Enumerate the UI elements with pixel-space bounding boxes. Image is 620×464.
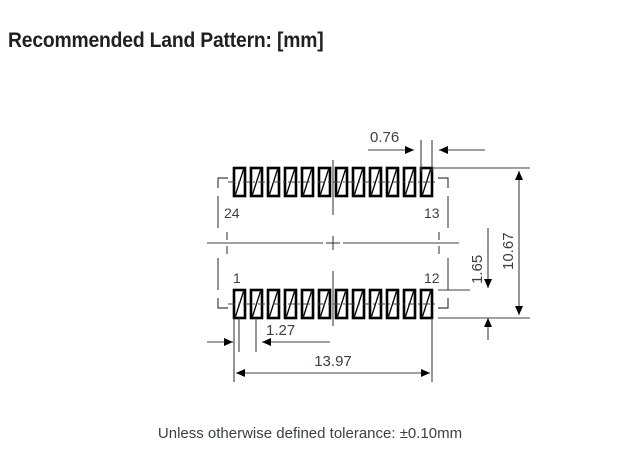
corner-bracket-top-right xyxy=(438,177,449,188)
pin-label-bottom-right: 12 xyxy=(424,270,440,286)
pin-label-bottom-left: 1 xyxy=(233,270,241,286)
pin-label-top-right: 13 xyxy=(424,205,440,221)
dimension-pad-row-span: 1.65 xyxy=(438,228,497,340)
corner-bracket-bottom-left xyxy=(217,298,228,309)
dimension-pad-width: 0.76 xyxy=(368,129,485,172)
page-title: Recommended Land Pattern: [mm] xyxy=(8,29,324,52)
corner-bracket-bottom-right xyxy=(438,298,449,309)
dimension-value-pad-width: 0.76 xyxy=(370,129,399,146)
corner-bracket-top-left xyxy=(217,177,228,188)
dimension-value-overall-width: 13.97 xyxy=(314,353,352,370)
centerline-edge-ticks xyxy=(226,232,440,254)
dimension-value-overall-height: 10.67 xyxy=(500,232,517,270)
dimension-pad-pitch: 1.27 xyxy=(207,318,330,352)
dimension-value-pad-row-span: 1.65 xyxy=(469,255,486,284)
pin-label-top-left: 24 xyxy=(224,205,240,221)
dimension-overall-height: 10.67 xyxy=(432,167,530,319)
pin-leader-lines xyxy=(217,196,449,290)
dimension-value-pad-pitch: 1.27 xyxy=(266,322,295,339)
dimension-overall-width: 13.97 xyxy=(233,318,433,382)
center-cross-marker xyxy=(326,236,340,250)
tolerance-note: Unless otherwise defined tolerance: ±0.1… xyxy=(157,425,463,442)
